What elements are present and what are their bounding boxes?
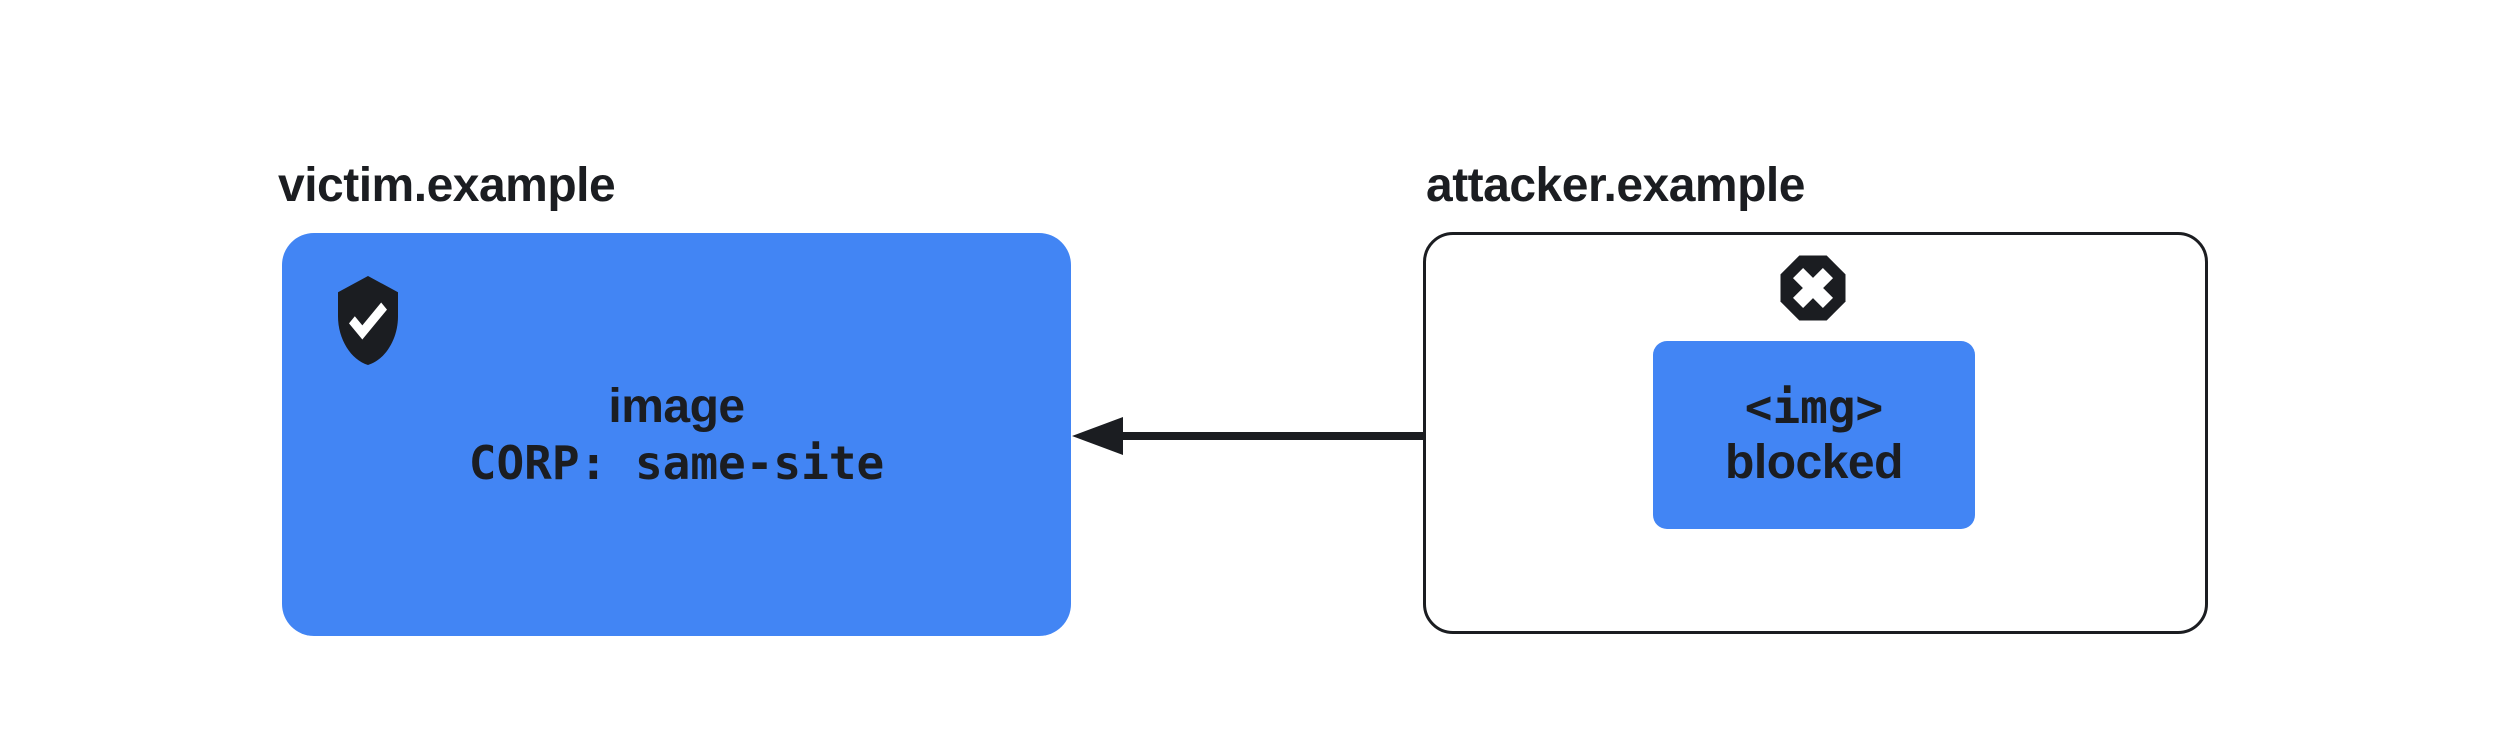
blocked-status-label: blocked	[1725, 436, 1903, 489]
attacker-domain-label: attacker.example	[1426, 159, 1805, 212]
shield-check-icon	[338, 276, 398, 365]
img-request-box: <img> blocked	[1653, 341, 1975, 529]
request-arrow	[1072, 417, 1653, 455]
victim-domain-label: victim.example	[278, 159, 616, 212]
victim-corp-header: CORP: same-site	[468, 435, 885, 490]
img-tag-label: <img>	[1744, 380, 1884, 434]
blocked-octagon-x-icon	[1780, 255, 1846, 321]
victim-site-box: image CORP: same-site	[282, 233, 1071, 636]
attacker-site-box: <img> blocked	[1423, 232, 2208, 634]
victim-resource-text: image CORP: same-site	[282, 233, 1071, 636]
img-request-text: <img> blocked	[1653, 341, 1975, 529]
victim-resource-type: image	[608, 379, 745, 433]
